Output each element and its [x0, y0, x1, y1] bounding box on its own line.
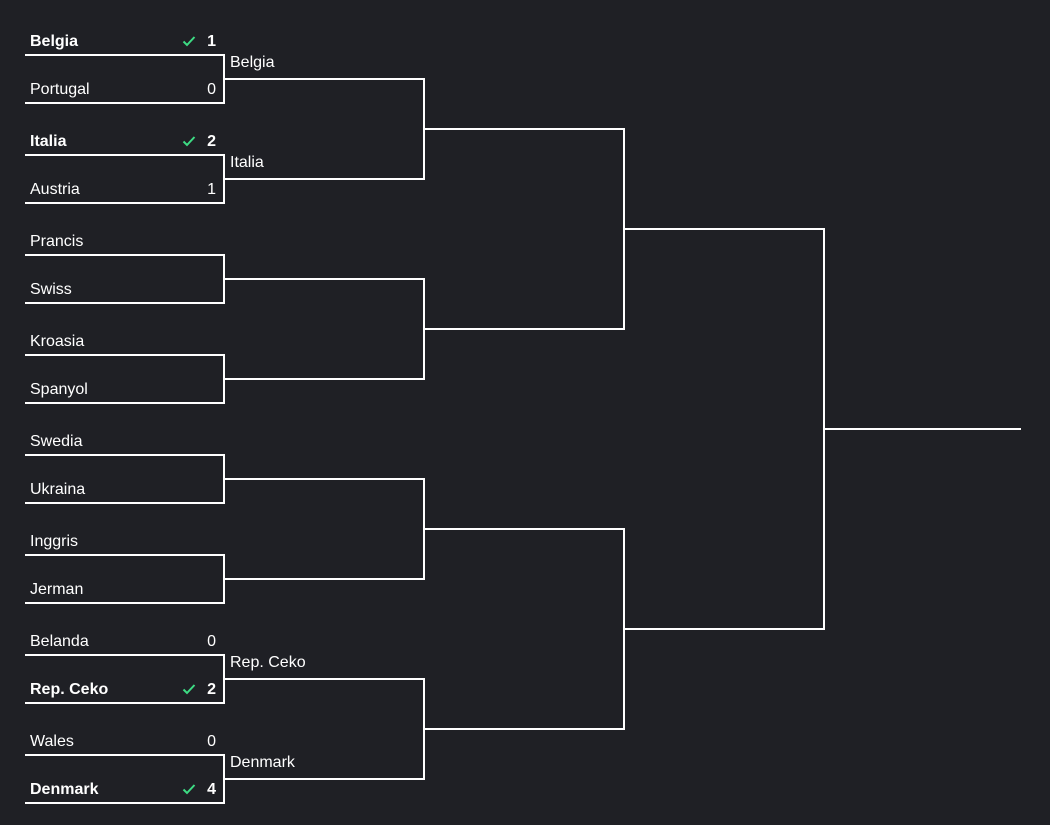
team-score: 2	[207, 133, 216, 150]
team-name: Jerman	[30, 581, 84, 598]
team-underline	[25, 454, 225, 456]
check-icon	[182, 36, 196, 47]
team-underline	[25, 254, 225, 256]
team-name: Denmark	[30, 781, 99, 798]
final-connector	[623, 628, 825, 630]
advancing-team: Rep. Ceko	[230, 654, 306, 671]
qf-connector	[223, 778, 425, 780]
team-name: Ukraina	[30, 481, 86, 498]
team-underline	[25, 754, 225, 756]
team-name: Belanda	[30, 633, 89, 650]
check-icon	[182, 136, 196, 147]
advancing-team: Belgia	[230, 54, 275, 71]
team-score: 2	[207, 681, 216, 698]
team-name: Kroasia	[30, 333, 85, 350]
team-name: Belgia	[30, 33, 79, 50]
team-score: 1	[207, 33, 216, 50]
qf-connector	[223, 378, 425, 380]
sf-connector	[423, 328, 625, 330]
team-underline	[25, 702, 225, 704]
team-name: Rep. Ceko	[30, 681, 109, 698]
check-icon	[182, 684, 196, 695]
team-name: Swedia	[30, 433, 83, 450]
team-name: Portugal	[30, 81, 90, 98]
team-score: 0	[207, 81, 216, 98]
team-underline	[25, 802, 225, 804]
qf-connector	[223, 578, 425, 580]
team-underline	[25, 302, 225, 304]
team-name: Austria	[30, 181, 80, 198]
team-underline	[25, 354, 225, 356]
team-score: 0	[207, 733, 216, 750]
team-underline	[25, 202, 225, 204]
team-name: Swiss	[30, 281, 72, 298]
team-name: Spanyol	[30, 381, 88, 398]
team-score: 4	[207, 781, 216, 798]
qf-connector	[223, 678, 425, 680]
final-connector	[623, 228, 825, 230]
team-name: Inggris	[30, 533, 79, 550]
team-underline	[25, 654, 225, 656]
team-underline	[25, 54, 225, 56]
team-underline	[25, 154, 225, 156]
team-name: Prancis	[30, 233, 84, 250]
champion-line	[823, 428, 1021, 430]
team-underline	[25, 102, 225, 104]
team-name: Italia	[30, 133, 67, 150]
advancing-team: Denmark	[230, 754, 295, 771]
team-underline	[25, 602, 225, 604]
qf-connector	[223, 278, 425, 280]
sf-connector	[423, 728, 625, 730]
team-score: 0	[207, 633, 216, 650]
advancing-team: Italia	[230, 154, 264, 171]
team-name: Wales	[30, 733, 74, 750]
qf-connector	[223, 478, 425, 480]
team-score: 1	[207, 181, 216, 198]
team-underline	[25, 402, 225, 404]
check-icon	[182, 784, 196, 795]
sf-connector	[423, 128, 625, 130]
qf-connector	[223, 78, 425, 80]
sf-connector	[423, 528, 625, 530]
qf-connector	[223, 178, 425, 180]
team-underline	[25, 502, 225, 504]
team-underline	[25, 554, 225, 556]
